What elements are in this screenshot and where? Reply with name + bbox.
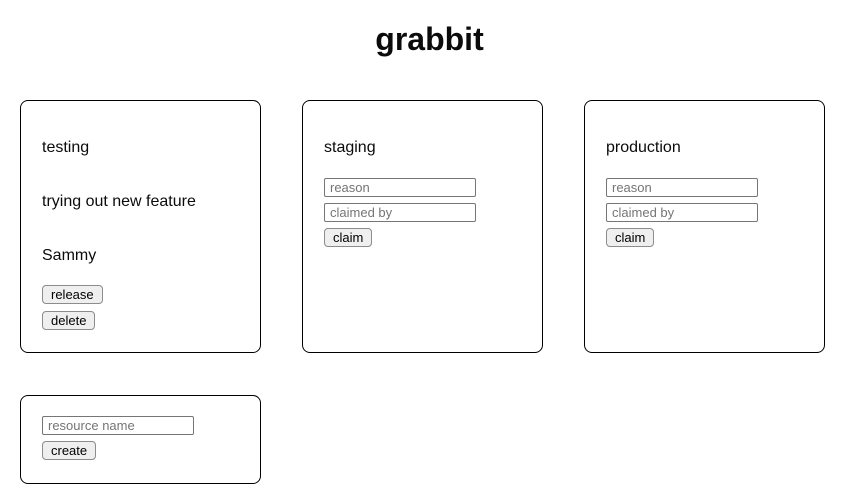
- claimed-by-text: Sammy: [42, 247, 97, 264]
- page-title: grabbit: [375, 21, 484, 57]
- app-root: grabbit testing trying out new feature S…: [20, 21, 859, 484]
- resources-row: testing trying out new feature Sammy rel…: [20, 100, 859, 353]
- resource-card-testing: testing trying out new feature Sammy rel…: [20, 100, 261, 353]
- create-resource-card: create: [20, 395, 261, 484]
- resource-card-production: production claim: [584, 100, 825, 353]
- resource-name: testing: [42, 139, 90, 156]
- release-button[interactable]: release: [42, 285, 103, 304]
- resource-card-staging: staging claim: [302, 100, 543, 353]
- resource-name: staging: [324, 139, 376, 156]
- reason-input[interactable]: [324, 178, 476, 197]
- claim-button[interactable]: claim: [606, 228, 655, 247]
- resource-name-input[interactable]: [42, 416, 194, 435]
- claim-button[interactable]: claim: [324, 228, 373, 247]
- create-button[interactable]: create: [42, 441, 97, 460]
- claimed-by-input[interactable]: [606, 203, 758, 222]
- claimed-by-input[interactable]: [324, 203, 476, 222]
- claim-reason-text: trying out new feature: [42, 193, 196, 210]
- delete-button[interactable]: delete: [42, 311, 96, 330]
- reason-input[interactable]: [606, 178, 758, 197]
- resource-name: production: [606, 139, 681, 156]
